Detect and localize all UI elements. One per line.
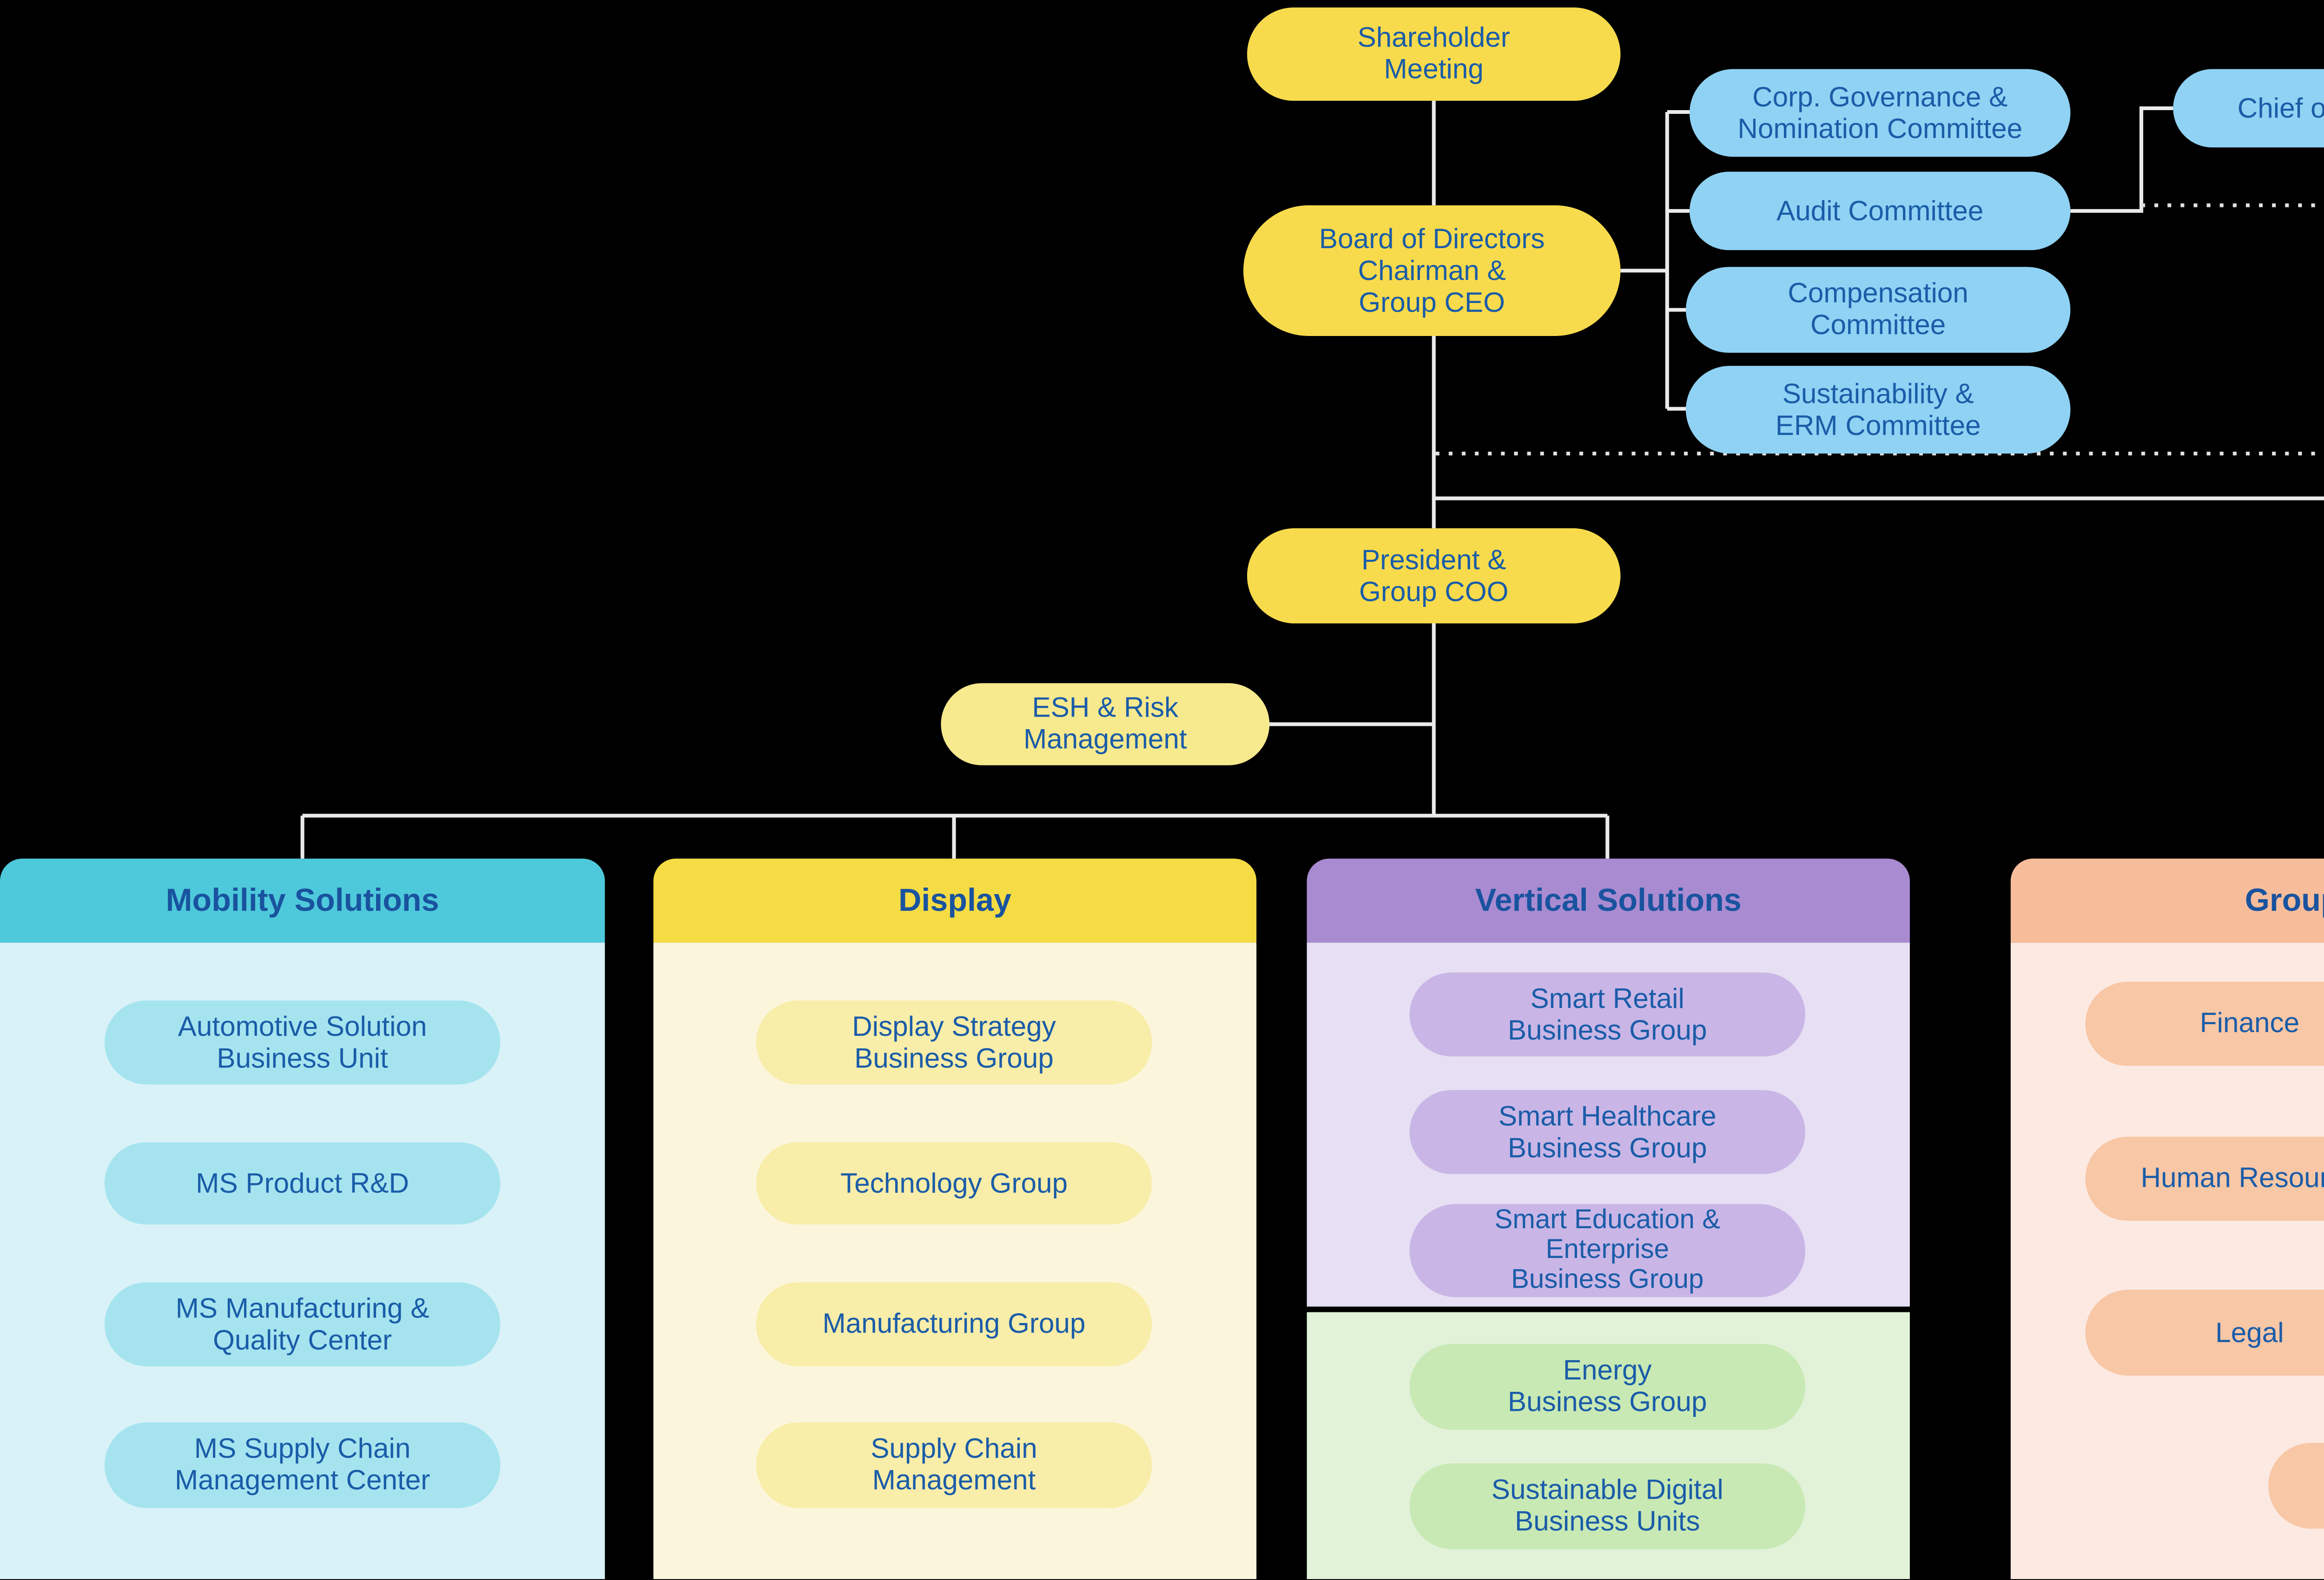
node-technology-group: Technology Group: [756, 1142, 1152, 1224]
node-ms-product-rd: MS Product R&D: [104, 1142, 501, 1224]
node-finance: Finance: [2085, 981, 2324, 1066]
node-smart-retail-business-group: Smart Retail Business Group: [1409, 972, 1806, 1057]
node-ms-supply-chain-management-center: MS Supply Chain Management Center: [104, 1422, 501, 1508]
node-automotive-solution-business-unit: Automotive Solution Business Unit: [104, 1000, 501, 1085]
card-display: Display Display Strategy Business Group …: [653, 858, 1257, 1580]
node-smart-education-enterprise-business-group: Smart Education & Enterprise Business Gr…: [1409, 1204, 1806, 1297]
node-audit-committee: Audit Committee: [1690, 171, 2071, 250]
node-shareholder-meeting: Shareholder Meeting: [1247, 7, 1621, 101]
card-mobility-title: Mobility Solutions: [0, 858, 605, 943]
node-smart-healthcare-business-group: Smart Healthcare Business Group: [1409, 1090, 1806, 1174]
node-ms-manufacturing-quality-center: MS Manufacturing & Quality Center: [104, 1282, 501, 1367]
node-manufacturing-group: Manufacturing Group: [756, 1282, 1152, 1367]
node-legal: Legal: [2085, 1290, 2324, 1376]
node-human-resource: Human Resource: [2085, 1137, 2324, 1221]
card-vertical-solutions: Vertical Solutions Smart Retail Business…: [1307, 858, 1910, 1580]
card-group-infrastructure-unit: Group Infrastructure Unit Finance Digita…: [2010, 858, 2324, 1580]
node-compensation-committee: Compensation Committee: [1685, 267, 2071, 353]
card-display-title: Display: [653, 858, 1257, 943]
node-president-group-coo: President & Group COO: [1247, 528, 1621, 624]
node-esh-risk-management: ESH & Risk Management: [941, 683, 1270, 765]
node-chief-of-compliance: Chief of Compliance: [2173, 69, 2324, 148]
card-vertical-title: Vertical Solutions: [1307, 858, 1910, 943]
node-display-strategy-business-group: Display Strategy Business Group: [756, 1000, 1152, 1085]
node-supply-chain-management: Supply Chain Management: [756, 1422, 1152, 1508]
node-board-of-directors: Board of Directors Chairman & Group CEO: [1243, 205, 1621, 336]
node-sustainability-erm-committee: Sustainability & ERM Committee: [1685, 366, 2071, 454]
node-sustainable-digital-business-units: Sustainable Digital Business Units: [1409, 1463, 1806, 1549]
card-mobility-solutions: Mobility Solutions Automotive Solution B…: [0, 858, 605, 1580]
node-energy-business-group: Energy Business Group: [1409, 1343, 1806, 1430]
card-giu-title: Group Infrastructure Unit: [2010, 858, 2324, 943]
node-corp-governance-nomination-committee: Corp. Governance & Nomination Committee: [1690, 69, 2071, 157]
